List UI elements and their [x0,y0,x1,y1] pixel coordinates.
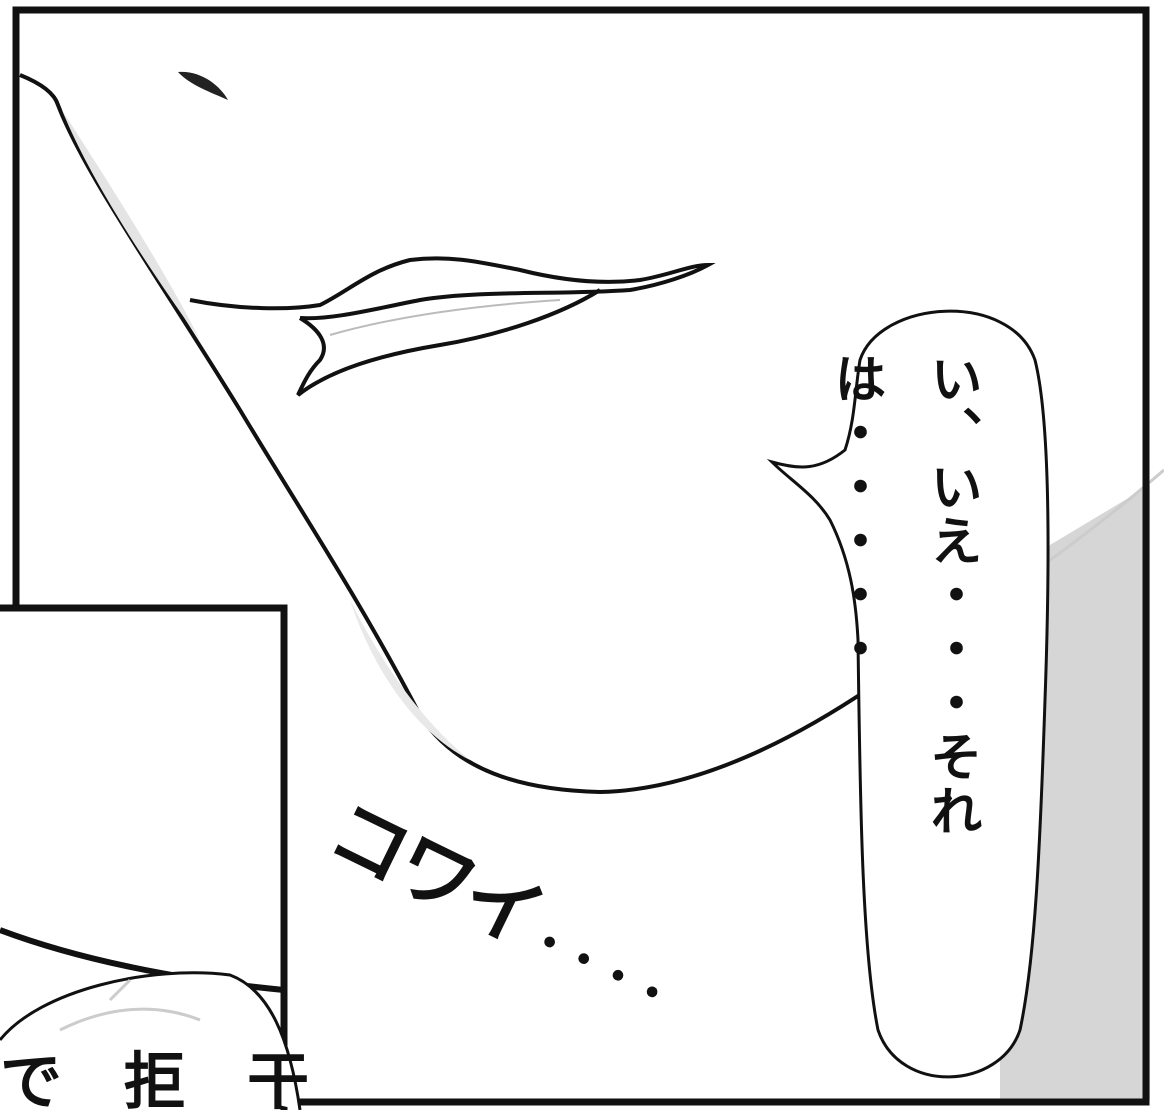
lip-line [329,299,561,336]
upper-lip [189,256,716,321]
inset-bubble-arc [0,971,302,1110]
cropped-bubble-text: で 拒 干 [0,1045,330,1110]
jaw-shading [62,110,200,340]
main-panel-border [12,6,1150,1106]
nostril [178,71,228,100]
inset-faint-lines [59,978,201,1032]
speech-bubble-outline [766,309,1050,1079]
inset-panel-border [0,604,288,1110]
speech-bubble-text: い、いえ・・・それは・・・・・ [825,352,981,838]
jaw-contour [19,73,872,795]
lower-lip [296,288,602,397]
